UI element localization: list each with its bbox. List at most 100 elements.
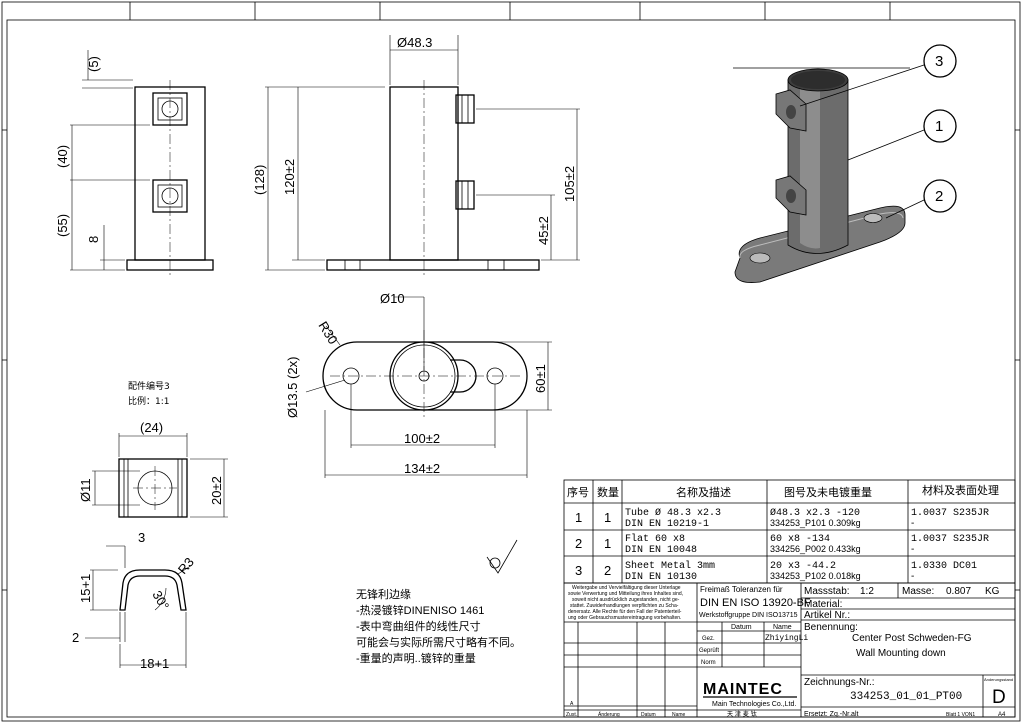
dim-tube-diameter: Ø48.3 [397, 35, 432, 50]
revision-letter: D [992, 687, 1006, 708]
dim-bend-3: 3 [138, 530, 145, 545]
ersetzt-label: Ersetzt: Zg.-Nr.alt [804, 711, 859, 718]
massstab-label: Massstab: [804, 586, 850, 597]
artikel-label: Artikel Nr.: [804, 610, 850, 621]
dim-bend-18: 18+1 [140, 656, 169, 671]
svg-text:ung oder Gebrauchsmustereintra: ung oder Gebrauchsmustereintragung vorbe… [568, 615, 681, 621]
dim-bend-2: 2 [72, 630, 79, 645]
masse-unit: KG [985, 586, 1000, 597]
dim-sheet-24: (24) [140, 420, 163, 435]
svg-text:Sheet Metal 3mm: Sheet Metal 3mm [625, 560, 715, 572]
dim-hole-diameter-10: Ø10 [380, 291, 405, 306]
bom-row-1: 1 1 Tube Ø 48.3 x2.3 DIN EN 10219-1 Ø48.… [575, 507, 989, 530]
svg-text:A: A [570, 701, 574, 707]
svg-text:1.0330 DC01: 1.0330 DC01 [911, 561, 977, 572]
bom-header-material: 材料及表面处理 [922, 483, 999, 497]
dim-side-40: (40) [55, 145, 70, 168]
svg-text:Datum: Datum [641, 712, 656, 718]
svg-text:Flat 60 x8: Flat 60 x8 [625, 533, 685, 545]
front-view-dimensions: Ø48.3 (128) 120±2 105±2 45±2 [252, 35, 580, 271]
bent-part-dimensions: 3 R3 15+1 30° 2 18+1 [72, 530, 197, 671]
benennung-label: Benennung: [804, 622, 858, 633]
dim-top-5: (5) [86, 56, 101, 72]
note-line-2: -热浸镀锌DINENISO 1461 [356, 603, 484, 617]
zeichnungs-value: 334253_01_01_PT00 [850, 691, 962, 703]
blatt-label: Blatt 1 VON1 [946, 712, 975, 718]
svg-text:60 x8 -134: 60 x8 -134 [770, 534, 830, 545]
front-view-bracket-top [455, 94, 475, 124]
note-line-4: 可能会与实际所需尺寸略有不同。 [356, 635, 521, 649]
svg-text:DIN EN 10048: DIN EN 10048 [625, 545, 697, 556]
svg-text:Datum: Datum [731, 624, 752, 631]
dim-radius-30: R30 [315, 319, 340, 347]
dim-overall-128: (128) [252, 165, 267, 195]
svg-text:3: 3 [935, 53, 943, 70]
bent-part-profile [119, 569, 187, 611]
bom-header-no: 序号 [567, 485, 589, 499]
svg-text:1: 1 [575, 510, 582, 525]
drawer-name: ZhiyingLi [765, 634, 808, 643]
massstab-value: 1:2 [860, 586, 874, 597]
svg-text:DIN EN 10219-1: DIN EN 10219-1 [625, 519, 709, 530]
company-name: Main Technologies Co.,Ltd. [712, 701, 796, 708]
masse-label: Masse: [902, 586, 934, 597]
svg-text:Geprüft: Geprüft [699, 648, 719, 654]
dim-hole-diameter-13-5: Ø13.5 (2x) [285, 357, 300, 418]
tolerance-label: Freimaß Toleranzen für [700, 585, 783, 594]
svg-text:334253_P102 0.018kg: 334253_P102 0.018kg [770, 571, 861, 581]
svg-text:-: - [911, 544, 914, 555]
note-line-5: -重量的声明..镀锌的重量 [356, 651, 476, 665]
side-view [126, 80, 214, 275]
callout-2 [923, 179, 957, 213]
sheet-part-view [118, 458, 188, 518]
dim-height-105: 105±2 [562, 166, 577, 202]
svg-text:334256_P002 0.433kg: 334256_P002 0.433kg [770, 544, 861, 554]
zeichnungs-label: Zeichnungs-Nr.: [804, 677, 875, 688]
svg-text:334253_P101 0.309kg: 334253_P101 0.309kg [770, 518, 861, 528]
svg-text:DIN EN 10130: DIN EN 10130 [625, 572, 697, 583]
benennung-line-2: Wall Mounting down [856, 648, 946, 659]
notes: 无锋利边缘 -热浸镀锌DINENISO 1461 -表中弯曲组件的线性尺寸 可能… [356, 588, 521, 665]
dim-sheet-20: 20±2 [209, 476, 224, 505]
svg-text:sowie Verwertung und Mitteilun: sowie Verwertung und Mitteilung ihres In… [568, 591, 683, 597]
callout-1 [923, 109, 957, 143]
bom-row-2: 2 1 Flat 60 x8 DIN EN 10048 60 x8 -134 3… [575, 533, 989, 556]
aenderung-label: Änderungsstand [984, 677, 1013, 682]
masse-value: 0.807 [946, 586, 971, 597]
svg-text:1: 1 [604, 510, 611, 525]
bent-part-view [119, 569, 187, 611]
sheet-part-outline [118, 458, 188, 518]
svg-text:天 津 麦 钛: 天 津 麦 钛 [727, 710, 757, 718]
front-view-base [326, 259, 540, 271]
svg-text:2: 2 [935, 188, 943, 205]
bom-header-name: 名称及描述 [676, 485, 731, 499]
signature-grid: Datum Name Gez. Geprüft Norm ZhiyingLi A… [564, 622, 808, 718]
dim-width-60: 60±1 [533, 364, 548, 393]
part-number-label: 配件编号3 [128, 380, 170, 392]
svg-text:stattet. Zuwiderhandlungen ver: stattet. Zuwiderhandlungen verpflichten … [570, 603, 679, 609]
svg-text:Weitergabe und Vervielfältigun: Weitergabe und Vervielfältigung dieser U… [572, 585, 681, 591]
dim-sheet-11: Ø11 [78, 478, 93, 502]
svg-text:Änderung: Änderung [598, 711, 620, 718]
dim-pitch-100: 100±2 [404, 431, 440, 446]
svg-text:1: 1 [935, 118, 943, 135]
svg-text:3: 3 [575, 563, 582, 578]
svg-text:2: 2 [604, 563, 611, 578]
format-label: A4 [998, 712, 1006, 718]
sheet-inner-border [6, 19, 1016, 718]
bom-row-3: 3 2 Sheet Metal 3mm DIN EN 10130 20 x3 -… [575, 560, 977, 583]
top-view-dimensions: Ø10 R30 Ø13.5 (2x) 60±1 100±2 134±2 [285, 291, 552, 478]
dim-side-8: 8 [86, 236, 101, 243]
isometric-view [733, 67, 910, 283]
note-line-1: 无锋利边缘 [356, 588, 411, 601]
svg-text:Tube Ø 48.3 x2.3: Tube Ø 48.3 x2.3 [625, 507, 721, 519]
top-view [322, 330, 528, 420]
logo-text: MAINTEC [703, 681, 783, 698]
dim-side-55: (55) [55, 214, 70, 237]
svg-text:Name: Name [773, 624, 792, 631]
bom-header-dwg: 图号及未电镀重量 [784, 485, 872, 499]
svg-text:Name: Name [672, 712, 686, 718]
